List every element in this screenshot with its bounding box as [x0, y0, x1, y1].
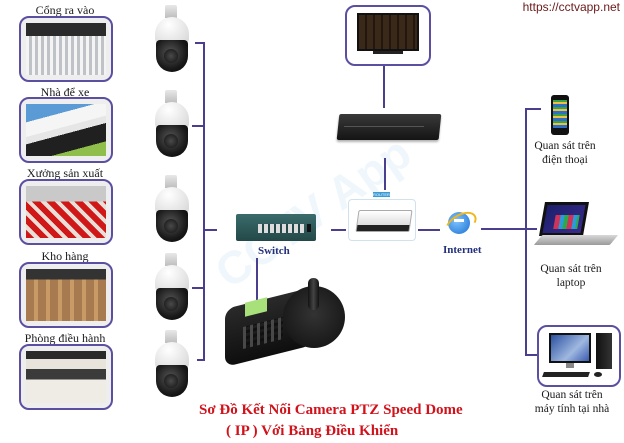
connector-line — [203, 229, 217, 231]
gate-photo — [26, 23, 106, 75]
laptop-icon — [533, 202, 619, 248]
viewer-label-line1: Quan sát trên — [541, 389, 603, 401]
location-label: Nhà để xe — [40, 85, 90, 99]
gate-photo-frame — [19, 16, 113, 82]
connector-line — [418, 229, 440, 231]
connector-line — [197, 359, 205, 361]
viewer-bus-line — [525, 108, 527, 356]
network-switch-icon — [236, 214, 316, 241]
connector-line — [481, 228, 537, 230]
diagram-title-line1: Sơ Đồ Kết Nối Camera PTZ Speed Dome — [199, 402, 463, 418]
smartphone-icon — [551, 95, 569, 135]
camera-bus-line — [203, 42, 205, 361]
viewer-label-line2: máy tính tại nhà — [534, 403, 610, 415]
connector-line — [192, 125, 204, 127]
warehouse-photo-frame — [19, 262, 113, 328]
viewer-label-line1: Quan sát trên — [540, 263, 602, 275]
desktop-computer-icon — [539, 327, 619, 385]
connector-line — [525, 354, 537, 356]
monitor-icon — [357, 13, 419, 51]
internet-label: Internet — [443, 244, 482, 256]
desktop-computer-frame — [537, 325, 621, 387]
viewer-label-line1: Quan sát trên — [534, 140, 596, 152]
router-icon — [355, 210, 413, 232]
location-label: Xưởng sản xuất — [26, 166, 104, 180]
watermark-url: https://cctvapp.net — [522, 0, 620, 14]
connector-line — [195, 42, 205, 44]
router-frame — [348, 199, 416, 241]
router-badge: ROUTER — [373, 192, 390, 197]
ptz-camera-icon — [153, 253, 191, 320]
switch-label: Switch — [258, 245, 290, 257]
factory-photo-frame — [19, 179, 113, 245]
ptz-camera-icon — [153, 175, 191, 242]
ptz-camera-icon — [153, 330, 191, 397]
connector-line — [192, 287, 204, 289]
monitor-stand — [373, 51, 403, 54]
warehouse-photo — [26, 269, 106, 321]
viewer-label-line2: laptop — [556, 277, 586, 289]
diagram-title-line2: ( IP ) Với Bảng Điều Khiển — [226, 423, 399, 439]
control-room-photo-frame — [19, 344, 113, 410]
factory-photo — [26, 186, 106, 238]
connector-line — [383, 63, 385, 108]
connector-line — [256, 258, 258, 303]
parking-photo-frame — [19, 97, 113, 163]
location-label: Kho hàng — [41, 249, 89, 263]
monitor-frame — [345, 5, 431, 66]
connector-line — [525, 108, 541, 110]
ptz-camera-icon — [153, 90, 191, 157]
viewer-label-line2: điện thoại — [542, 154, 588, 166]
internet-explorer-icon — [441, 206, 481, 242]
ptz-keyboard-controller-icon — [225, 278, 349, 367]
ptz-camera-icon — [153, 5, 191, 72]
location-label: Cổng ra vào — [35, 3, 95, 17]
location-label: Phòng điều hành — [24, 331, 106, 345]
connector-line — [384, 158, 386, 190]
parking-photo — [26, 104, 106, 156]
nvr-recorder-icon — [336, 114, 442, 140]
connector-line — [331, 229, 346, 231]
control-room-photo — [26, 351, 106, 403]
